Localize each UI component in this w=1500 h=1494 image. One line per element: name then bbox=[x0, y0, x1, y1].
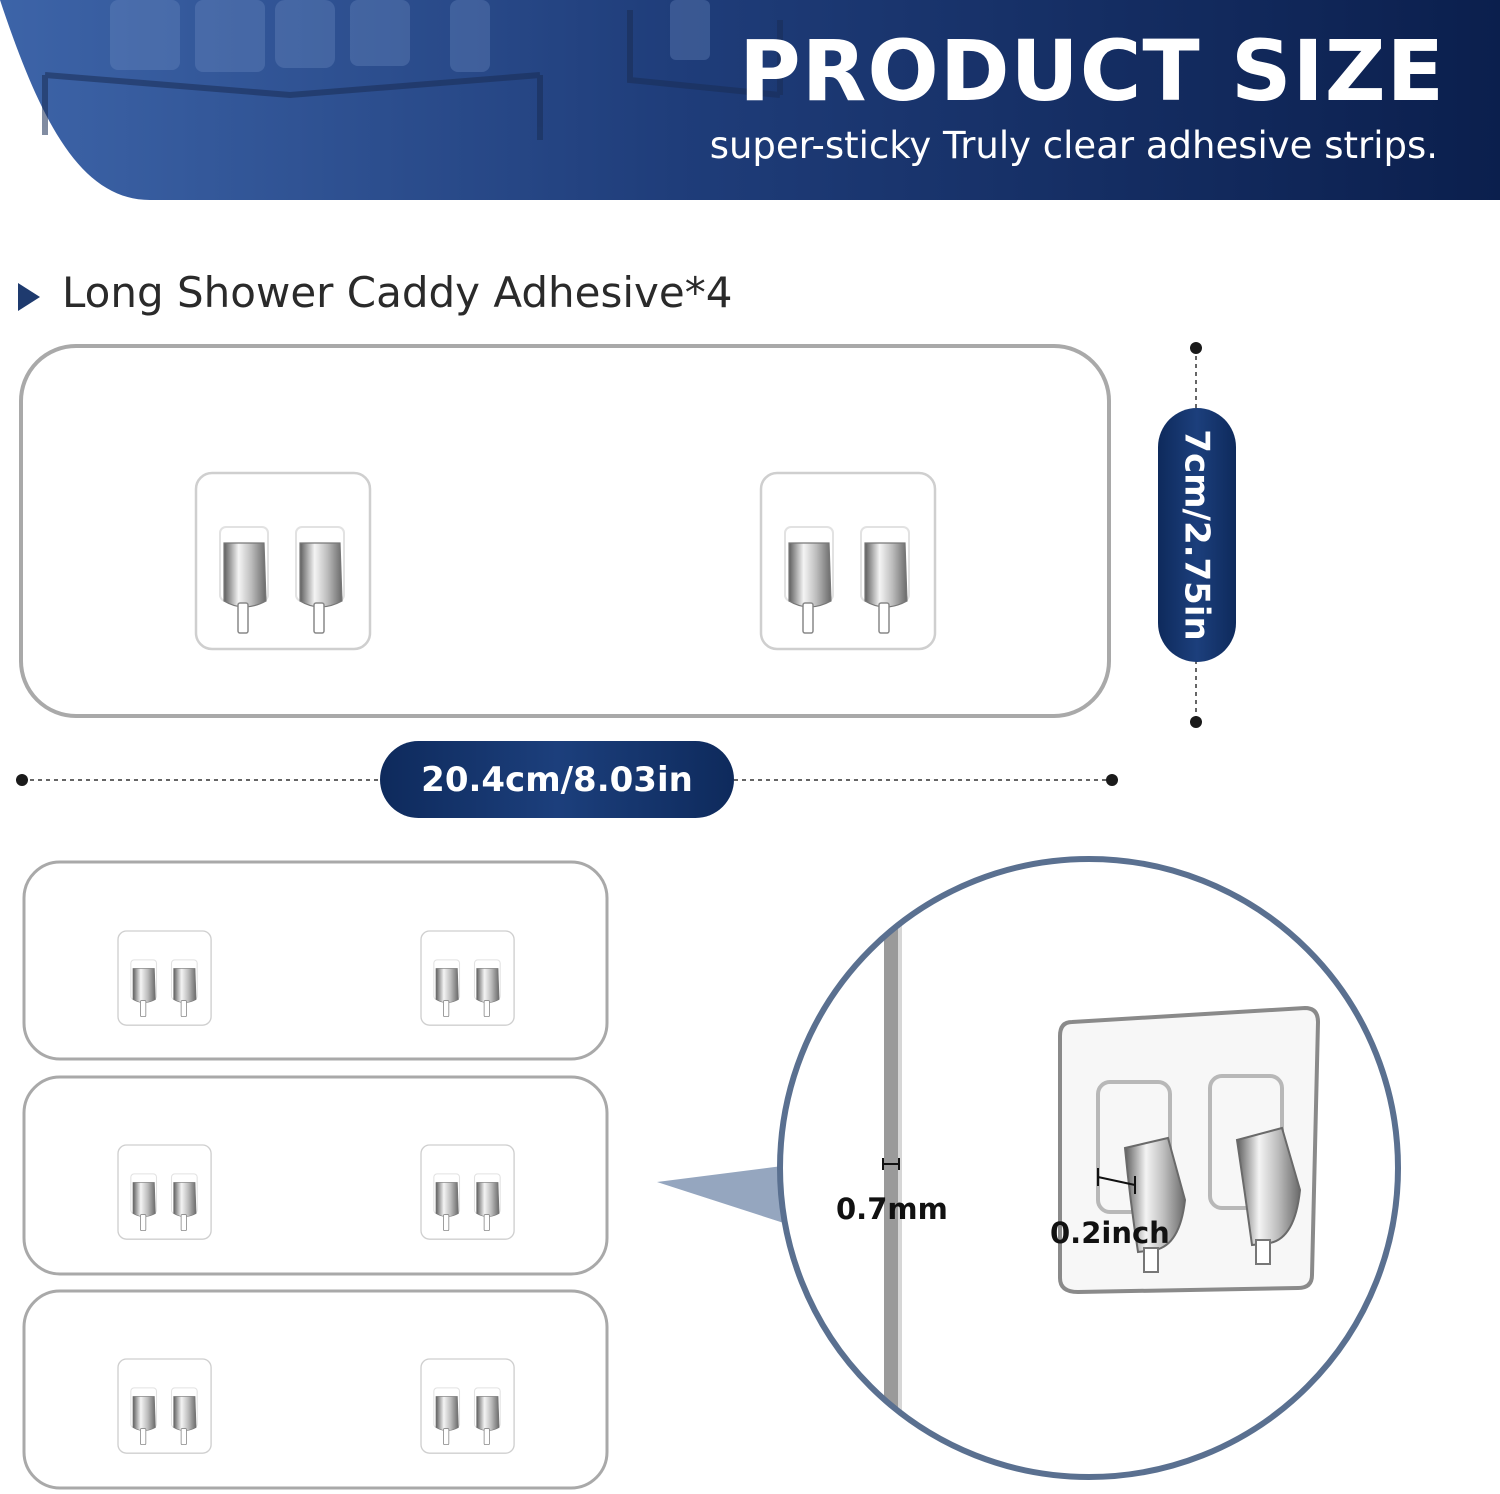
shelf-silhouette-icon bbox=[42, 10, 783, 140]
magnifier-pointer bbox=[657, 1165, 790, 1225]
height-badge: 7cm/2.75in bbox=[1158, 408, 1236, 662]
header-banner: PRODUCT SIZE super-sticky Truly clear ad… bbox=[0, 0, 1500, 200]
small-strip-3 bbox=[22, 1289, 609, 1490]
triangle-bullet-icon bbox=[18, 283, 40, 311]
magnifier-circle bbox=[777, 856, 1401, 1480]
page-title: PRODUCT SIZE bbox=[739, 22, 1445, 120]
small-strip-2 bbox=[22, 1075, 609, 1276]
small-strip-1 bbox=[22, 860, 609, 1061]
banner-background bbox=[0, 0, 1500, 200]
main-adhesive-strip bbox=[19, 344, 1111, 718]
hook-depth-label: 0.2inch bbox=[1050, 1216, 1170, 1250]
height-badge-label: 7cm/2.75in bbox=[1177, 429, 1217, 641]
width-badge: 20.4cm/8.03in bbox=[380, 741, 734, 818]
thickness-label: 0.7mm bbox=[836, 1192, 948, 1226]
section-label: Long Shower Caddy Adhesive*4 bbox=[62, 268, 733, 317]
hook-pair-left bbox=[194, 471, 372, 651]
page-subtitle: super-sticky Truly clear adhesive strips… bbox=[709, 124, 1438, 167]
hook-pair-right bbox=[759, 471, 937, 651]
